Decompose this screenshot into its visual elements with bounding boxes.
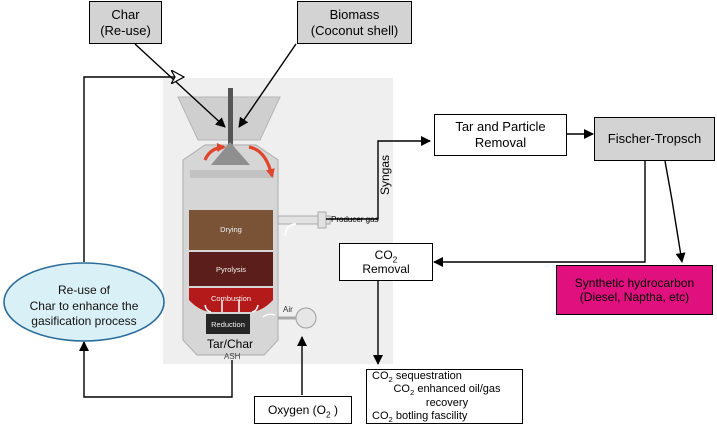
flow-hint-curve-right [251,304,259,313]
red-flow-arrow-left [203,143,226,161]
arrow-tarchar-to-reuse [79,341,233,398]
air-label: Air [283,305,293,314]
pyrolysis-label: Pyrolysis [215,265,246,274]
tar-char-label: Tar/Char [207,337,254,351]
co2-use-sequestration: CO2 sequestration [372,370,462,385]
co2-removal-line1: CO2 [374,247,398,264]
co2-removal-prefix: CO [374,247,393,262]
arrow-ft-to-synthetic [664,160,686,263]
reuse-ellipse [3,262,165,342]
reduction-label: Reduction [211,320,245,329]
synthetic-line2: (Diesel, Naptha, etc) [579,290,690,304]
arrow-syngas-to-tar-removal [326,136,431,220]
air-blower [295,307,317,329]
fischer-tropsch-box: Fischer-Tropsch [594,117,715,161]
distribution-cone [211,142,250,165]
reactor-top-plate [190,170,274,178]
reuse-line1: Re-use of [57,283,111,297]
biomass-box-line2: (Coconut shell) [310,22,399,38]
ash-label: ASH [224,352,241,361]
arrow-ft-to-co2-removal [433,161,646,267]
reuse-line3: gasification process [31,314,137,329]
combustion-zone [189,288,273,312]
oxygen-label: Oxygen (O2 ) [267,402,339,420]
co2-use-bottling: CO2 botling fascility [372,409,468,424]
co2-removal-sub: 2 [392,254,398,264]
syngas-label: Syngas [378,154,392,196]
arrow-char-to-hopper [134,43,226,128]
feed-rod [228,88,233,148]
biomass-box-line1: Biomass [329,6,380,22]
producer-gas-flange [317,211,327,229]
tar-removal-line1: Tar and Particle [455,119,546,135]
co2-use-enhanced-recovery: CO2 enhanced oil/gas recovery [393,383,501,409]
fischer-tropsch-label: Fischer-Tropsch [607,131,702,147]
reuse-line2: Char to enhance the [29,298,139,313]
drying-label: Drying [220,225,242,234]
producer-gas-label: Producer gas [331,215,379,224]
air-flow-hint [262,313,276,318]
co2-uses-box: CO2 sequestration CO2 enhanced oil/gas r… [366,369,523,424]
red-flow-arrow-right [248,145,275,178]
combustion-label: Combustion [210,294,252,303]
char-box-line2: (Re-use) [100,22,151,38]
arrow-reuse-to-hopper [83,77,184,262]
arrow-biomass-to-hopper [238,43,297,128]
flow-hint-curve-left [204,304,212,313]
co2-removal-box: CO2 Removal [339,243,433,281]
synthetic-line1: Synthetic hydrocarbon [574,275,695,290]
char-reuse-box: Char (Re-use) [89,1,162,44]
co2-removal-line2: Removal [362,262,410,276]
biomass-box: Biomass (Coconut shell) [297,1,412,44]
drying-zone [189,210,273,250]
char-box-line1: Char [111,6,140,22]
reduction-zone [206,314,250,334]
pyrolysis-zone [189,252,273,286]
pipe-flow-hint [284,223,297,237]
reuse-ellipse-text: Re-use of Char to enhance the gasificati… [8,283,160,330]
tar-removal-line2: Removal [474,135,527,150]
producer-gas-pipe [277,215,331,225]
oxygen-box: Oxygen (O2 ) [254,396,352,424]
tar-particle-removal-box: Tar and Particle Removal [434,114,567,156]
synthetic-hydrocarbon-box: Synthetic hydrocarbon (Diesel, Naptha, e… [556,265,713,315]
